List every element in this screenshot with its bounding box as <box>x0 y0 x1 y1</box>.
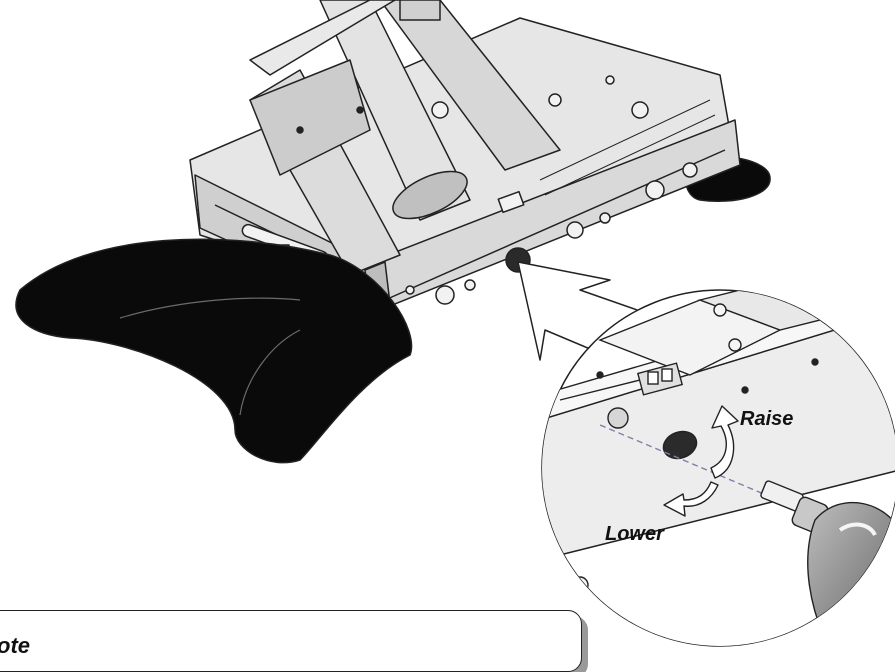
scissor-arms <box>249 0 561 276</box>
lower-arrow <box>663 481 719 517</box>
detail-callout <box>541 289 895 647</box>
lower-label: Lower <box>605 523 665 545</box>
raise-arrow <box>710 405 739 479</box>
assembly-illustration: Raise Lower <box>15 0 895 647</box>
raise-label: Raise <box>740 408 793 430</box>
note-box: ote <box>0 610 582 672</box>
note-title: ote <box>0 633 30 658</box>
left-foot <box>15 238 413 464</box>
